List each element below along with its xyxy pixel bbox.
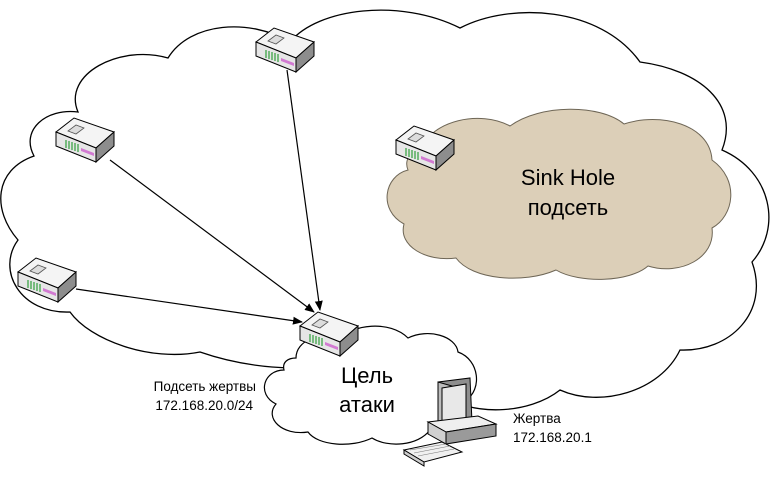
attack-arrow-upper-left — [109, 159, 315, 313]
attack-arrow-top — [286, 69, 323, 311]
sinkhole-title: Sink Hole — [521, 165, 615, 190]
victim-subnet-cidr: 172.168.20.0/24 — [155, 398, 253, 413]
target-subtitle: атаки — [339, 392, 395, 417]
attack-arrow-lower-left — [75, 288, 303, 325]
victim-subnet-label: Подсеть жертвы — [154, 379, 256, 394]
target-title: Цель — [341, 363, 393, 388]
victim-host-ip: 172.168.20.1 — [513, 430, 592, 445]
sinkhole-subtitle: подсеть — [528, 195, 609, 220]
sinkhole-cloud — [386, 108, 732, 280]
desktop-computer-icon[interactable] — [402, 377, 498, 467]
victim-host-label: Жертва — [513, 411, 561, 426]
